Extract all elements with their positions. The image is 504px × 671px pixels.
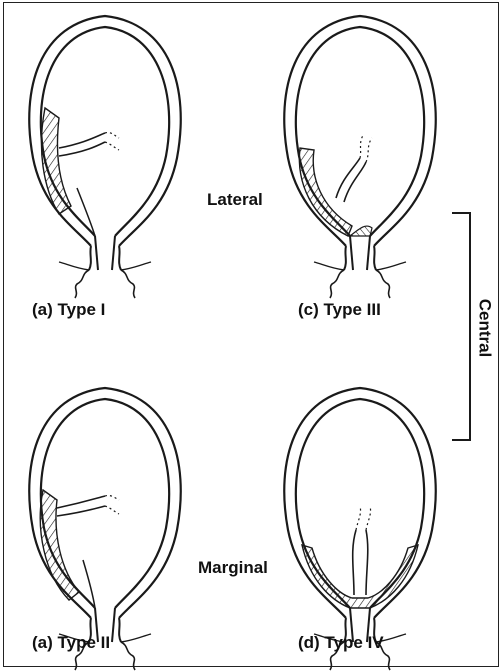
label-marginal: Marginal	[198, 558, 268, 578]
central-bracket	[452, 213, 470, 440]
uterus-type-2	[29, 388, 181, 670]
uterus-type-1	[29, 16, 181, 298]
uterus-type-3	[284, 16, 436, 298]
uterus-type-4	[284, 388, 436, 670]
label-lateral: Lateral	[207, 190, 263, 210]
label-type-2: (a) Type II	[32, 633, 110, 653]
label-type-1: (a) Type I	[32, 300, 105, 320]
label-central: Central	[474, 299, 494, 358]
label-type-3: (c) Type III	[298, 300, 381, 320]
label-type-4: (d) Type IV	[298, 633, 384, 653]
